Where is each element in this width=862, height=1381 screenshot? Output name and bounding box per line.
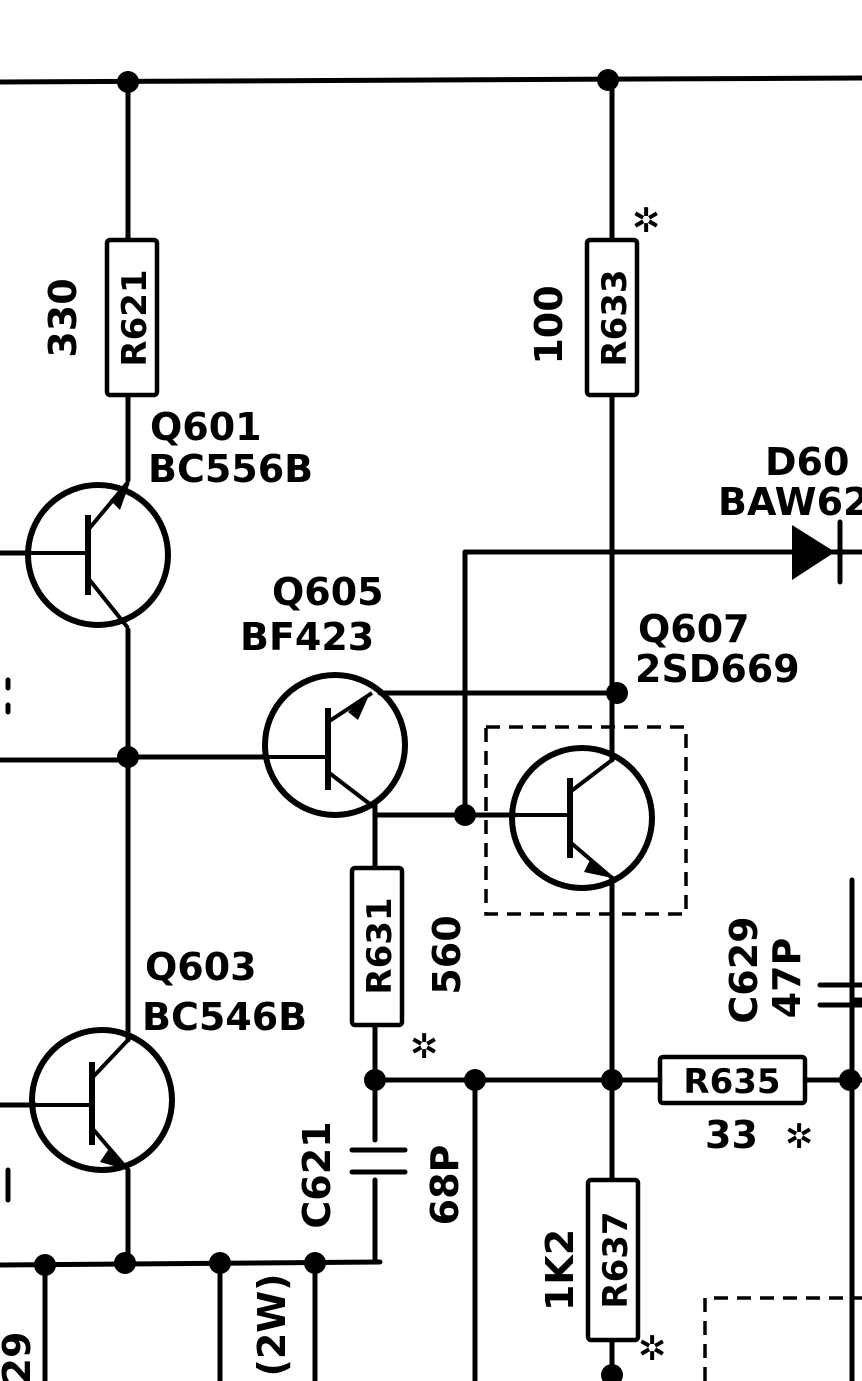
r621-value: 330	[41, 278, 85, 357]
c629-ref: C629	[722, 916, 766, 1023]
resistor-r637: R637 1K2 ✲	[538, 1177, 667, 1369]
d60-ref: D60	[765, 440, 849, 484]
resistor-r621: R621 330	[41, 237, 160, 398]
r621-ref: R621	[115, 269, 155, 366]
resistor-r633: R633 100 ✲	[527, 201, 661, 398]
q607-part: 2SD669	[635, 647, 800, 691]
q603-part: BC546B	[142, 995, 307, 1039]
r633-star: ✲	[632, 201, 661, 241]
transistor-q605: Q605 BF423	[240, 570, 408, 818]
r635-value: 33	[705, 1113, 758, 1157]
resistor-r631: R631 560 ✲	[349, 865, 469, 1067]
transistor-q607: Q607 2SD669	[484, 607, 800, 916]
capacitor-c621: C621 68P	[295, 1121, 467, 1228]
transistor-q603: Q603 BC546B	[29, 945, 307, 1173]
junction-dots	[34, 69, 861, 1381]
r637-value: 1K2	[538, 1229, 582, 1311]
r637-star: ✲	[638, 1329, 667, 1369]
q607-ref: Q607	[638, 607, 750, 651]
q605-part: BF423	[240, 615, 374, 659]
c629-value: 47P	[765, 938, 809, 1019]
r631-ref: R631	[360, 897, 400, 994]
diode-d60: D60 BAW62	[718, 440, 862, 585]
r631-value: 560	[425, 915, 469, 994]
c621-value: 68P	[423, 1145, 467, 1226]
resistor-r635: R635 33 ✲	[657, 1054, 814, 1157]
q603-ref: Q603	[145, 945, 257, 989]
capacitor-c629: C629 47P	[722, 916, 862, 1024]
r633-ref: R633	[595, 269, 635, 366]
q605-ref: Q605	[272, 570, 384, 614]
c621-ref: C621	[295, 1121, 339, 1228]
partial-label-left: 29	[0, 1332, 39, 1381]
wires	[0, 75, 862, 1381]
q601-ref: Q601	[150, 405, 262, 449]
d60-part: BAW62	[718, 480, 862, 524]
r635-star: ✲	[785, 1117, 814, 1157]
q601-part: BC556B	[148, 447, 313, 491]
r637-ref: R637	[596, 1211, 636, 1308]
r633-value: 100	[527, 285, 571, 364]
partial-label-2w: (2W)	[250, 1273, 294, 1376]
transistor-q601: Q601 BC556B	[25, 405, 313, 630]
r631-star: ✲	[410, 1027, 439, 1067]
r635-ref: R635	[683, 1062, 780, 1102]
